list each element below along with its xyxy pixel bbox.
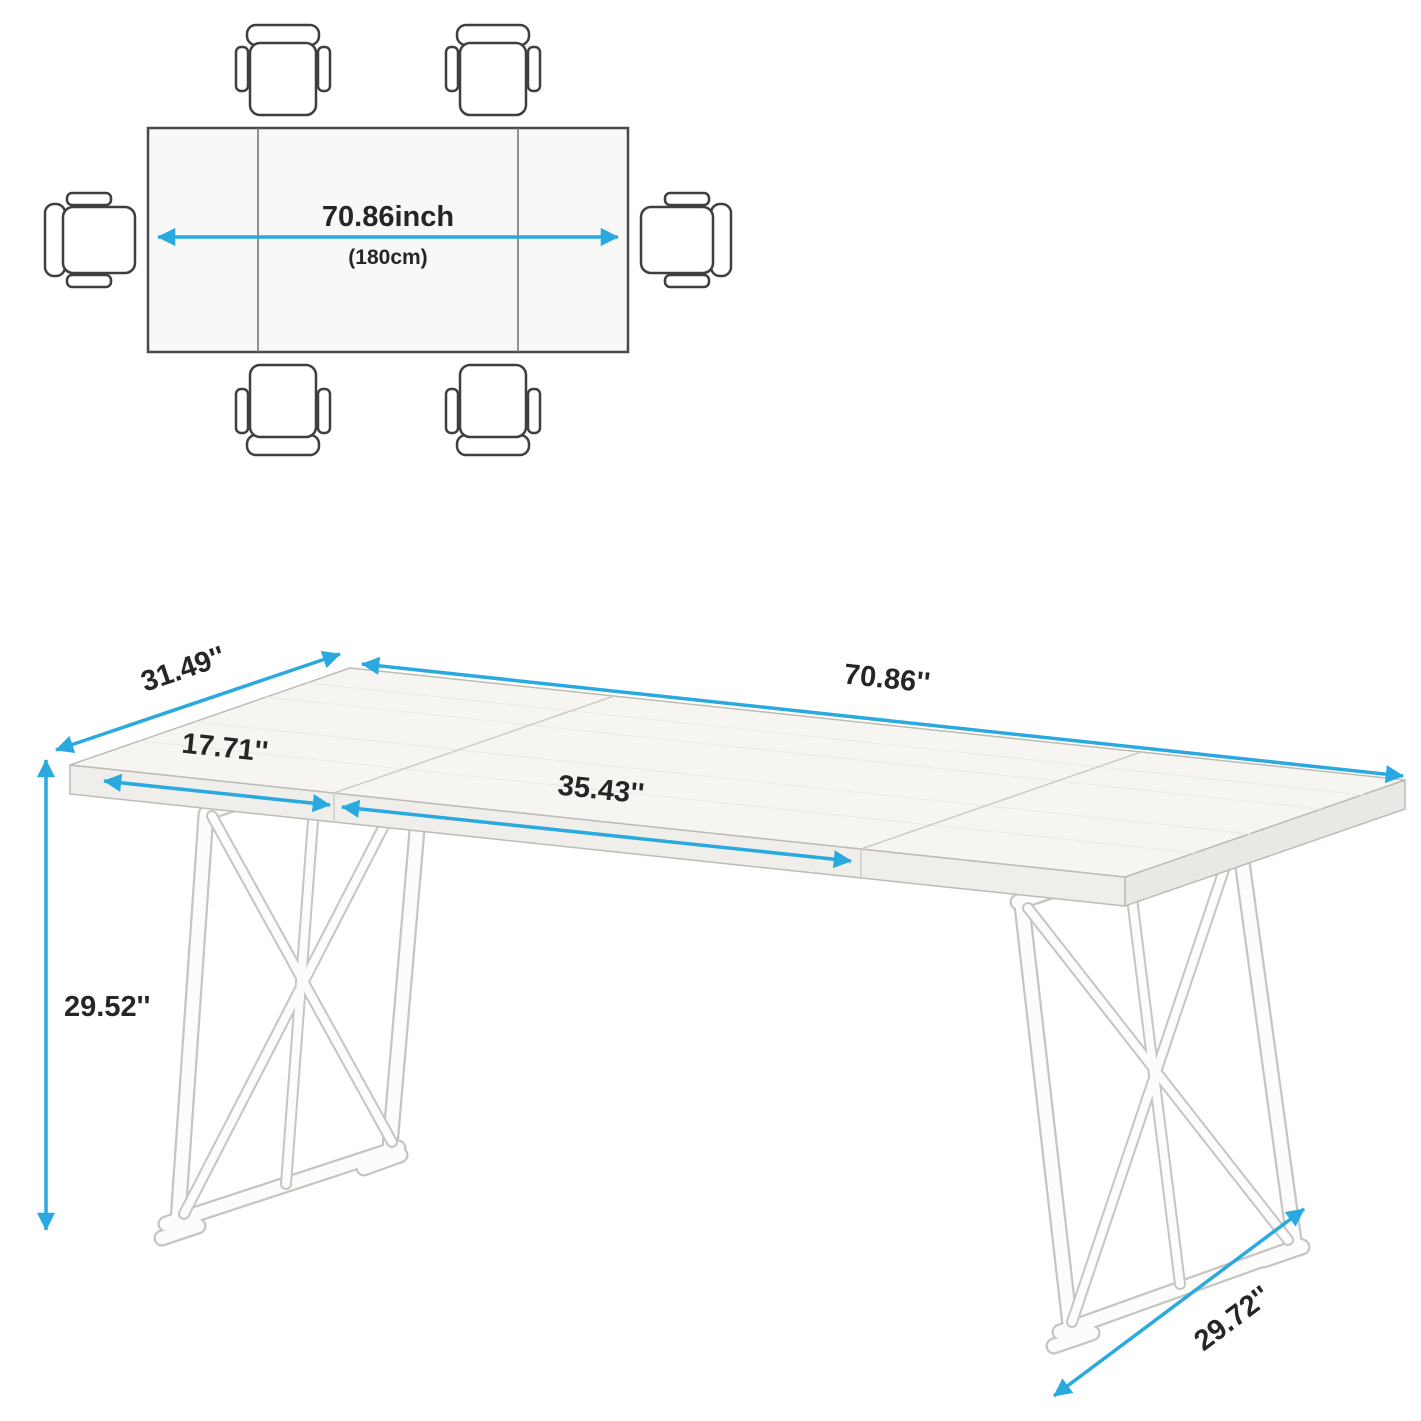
chair-icon-bottom-left	[234, 363, 332, 457]
table-top-outline	[146, 126, 630, 354]
chair-icon-top-right	[444, 23, 542, 117]
dimension-arrow	[103, 773, 331, 813]
dimension-arrow	[361, 656, 1404, 784]
dimension-label: 70.86''	[842, 659, 931, 700]
table-top-view	[146, 126, 630, 354]
dimension-half-length: 35.43''	[341, 770, 852, 869]
right-leg	[1009, 819, 1311, 1355]
dimension-leaf-width: 17.71''	[103, 728, 331, 813]
dimension-metric-label: (180cm)	[348, 246, 427, 269]
dimension-label: 70.86inch	[322, 201, 454, 233]
chair-icon-bottom-right	[444, 363, 542, 457]
dimension-height: 29.52''	[36, 759, 150, 1231]
dimension-arrow	[55, 650, 341, 754]
dimension-top-width: 70.86inch (180cm)	[157, 201, 619, 269]
dimension-label: 29.52''	[64, 991, 150, 1023]
chair-icon-right	[639, 191, 733, 289]
perspective-view: 31.49'' 70.86'' 17.71'' 35.43'' 29.52'' …	[36, 640, 1406, 1398]
dimension-label: 29.72''	[1188, 1280, 1276, 1357]
dimension-arrow	[341, 799, 852, 869]
chair-icon-top-left	[234, 23, 332, 117]
dimension-arrow	[1052, 1207, 1306, 1398]
dimension-label: 31.49''	[137, 640, 229, 698]
top-view: 70.86inch (180cm)	[43, 23, 733, 457]
chair-icon-left	[43, 191, 137, 289]
